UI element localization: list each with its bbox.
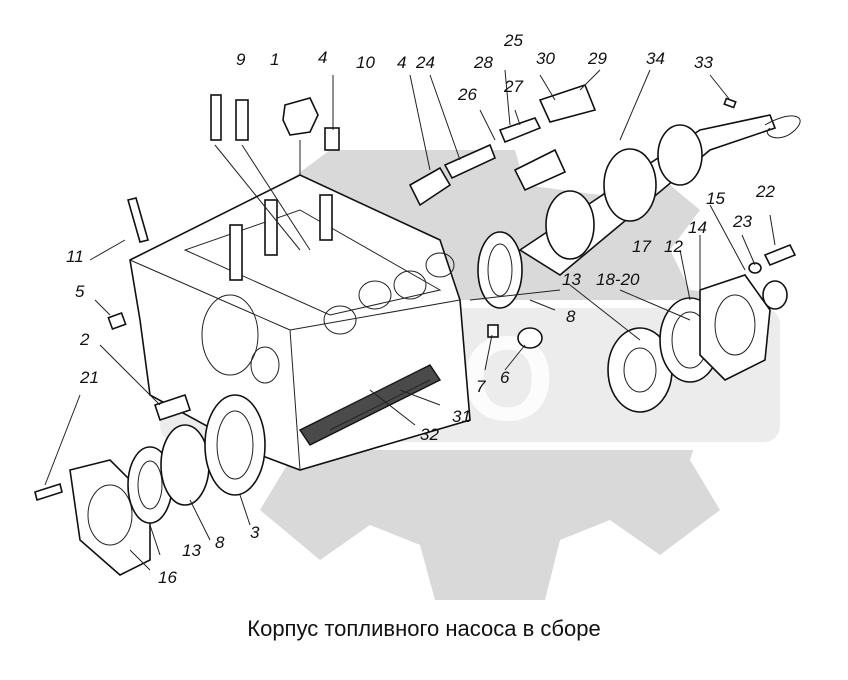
callout-label: 21 [79,368,99,387]
callout-label: 13 [562,270,581,289]
callout-label: 15 [706,189,725,208]
callout-label: 4 [318,48,327,67]
callout-label: 14 [688,218,707,237]
callout-label: 16 [158,568,177,587]
callout-label: 24 [415,53,435,72]
callout-label: 1 [270,50,279,69]
callout-label: 6 [500,368,510,387]
left-end-parts [34,197,266,576]
callout-label: 33 [694,53,713,72]
callout-label: 7 [476,377,486,396]
right-end-parts [607,243,797,413]
callout-label: 34 [646,49,665,68]
callout-label: 18-20 [596,270,640,289]
callout-label: 3 [250,523,260,542]
callout-labels: 9 1 4 10 4 24 28 25 30 29 34 33 26 27 11… [66,31,775,587]
callout-label: 28 [473,53,493,72]
callout-label: 32 [420,425,439,444]
callout-label: 17 [632,237,651,256]
callout-label: 10 [356,53,375,72]
callout-label: 29 [587,49,607,68]
callout-label: 8 [215,533,225,552]
callout-label: 4 [397,53,406,72]
callout-label: 8 [566,307,576,326]
callout-label: 23 [732,212,752,231]
leader-lines [44,69,776,571]
pump-housing [129,174,471,471]
callout-label: 5 [75,282,85,301]
callout-label: 2 [79,330,90,349]
callout-label: 25 [503,31,523,50]
callout-label: 31 [452,407,471,426]
fitting-group [408,84,737,207]
callout-label: 12 [664,237,683,256]
callout-label: 13 [182,541,201,560]
callout-label: 11 [66,247,84,266]
callout-label: 30 [536,49,555,68]
top-fasteners [210,94,340,151]
camshaft [477,114,801,349]
callout-label: 27 [503,77,523,96]
callout-label: 9 [236,50,246,69]
callout-label: 26 [457,85,477,104]
callout-label: 22 [755,182,775,201]
diagram-caption: Корпус топливного насоса в сборе [247,616,601,641]
